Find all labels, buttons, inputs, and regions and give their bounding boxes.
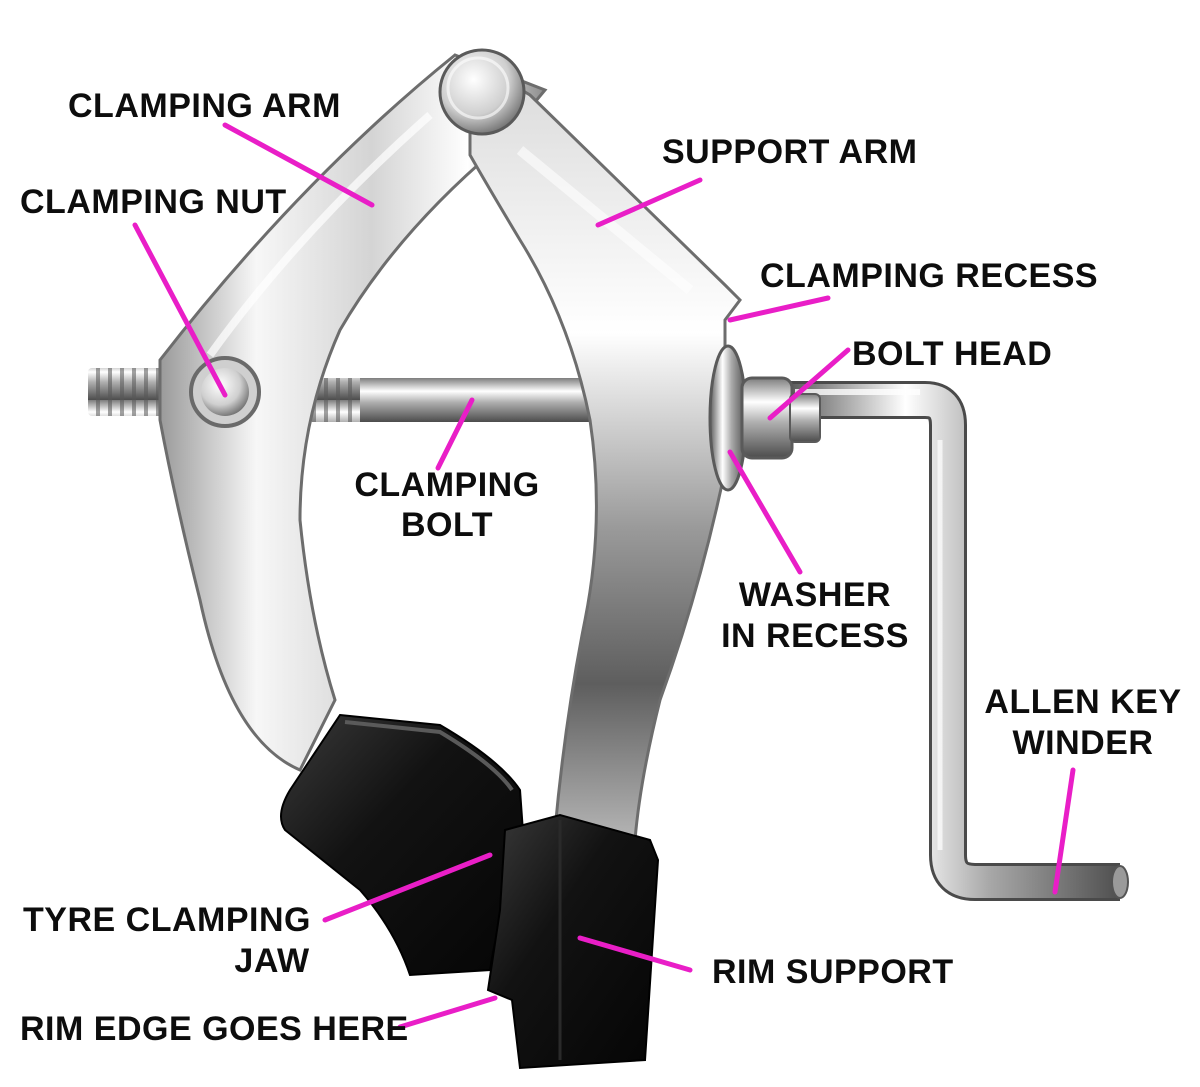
leader-bolt-head — [767, 347, 851, 421]
label-support-arm: SUPPORT ARM — [662, 133, 917, 171]
label-clamping-recess: CLAMPING RECESS — [760, 257, 1098, 295]
label-allen-key-line1: ALLEN KEY — [984, 683, 1181, 721]
tyre-clamping-jaw — [280, 713, 527, 977]
leader-lines — [132, 122, 1076, 1030]
label-tyre-jaw-line1: TYRE CLAMPING — [23, 901, 311, 939]
label-clamping-arm: CLAMPING ARM — [68, 87, 341, 125]
clamping-arm — [158, 53, 548, 772]
leader-clamping-nut — [132, 222, 228, 398]
label-clamping-bolt-line1: CLAMPING — [354, 466, 539, 504]
leader-clamping-arm — [222, 122, 375, 208]
label-clamping-nut: CLAMPING NUT — [20, 183, 287, 221]
support-arm — [468, 57, 742, 842]
label-allen-key-line2: WINDER — [1013, 724, 1154, 762]
label-tyre-jaw-line2: JAW — [234, 942, 310, 980]
rim-support — [486, 813, 660, 1070]
label-rim-support: RIM SUPPORT — [712, 953, 954, 991]
leader-rim-edge — [397, 995, 498, 1030]
pivot-pin — [438, 48, 526, 136]
allen-key-winder — [790, 381, 1129, 901]
label-bolt-head: BOLT HEAD — [852, 335, 1052, 373]
label-washer-line2: IN RECESS — [721, 617, 909, 655]
leader-clamping-recess — [727, 295, 831, 323]
leader-rim-support — [577, 935, 693, 973]
leader-clamping-bolt — [435, 397, 475, 471]
leader-support-arm — [595, 177, 703, 228]
label-clamping-bolt-line2: BOLT — [401, 506, 493, 544]
label-rim-edge: RIM EDGE GOES HERE — [20, 1010, 409, 1048]
label-washer-line1: WASHER — [739, 576, 891, 614]
leader-allen-key — [1052, 767, 1076, 895]
bolt-head — [740, 376, 821, 460]
leader-tyre-jaw — [322, 852, 493, 923]
leader-washer — [727, 449, 803, 575]
labels: CLAMPING ARM CLAMPING NUT SUPPORT ARM CL… — [20, 87, 1181, 1048]
